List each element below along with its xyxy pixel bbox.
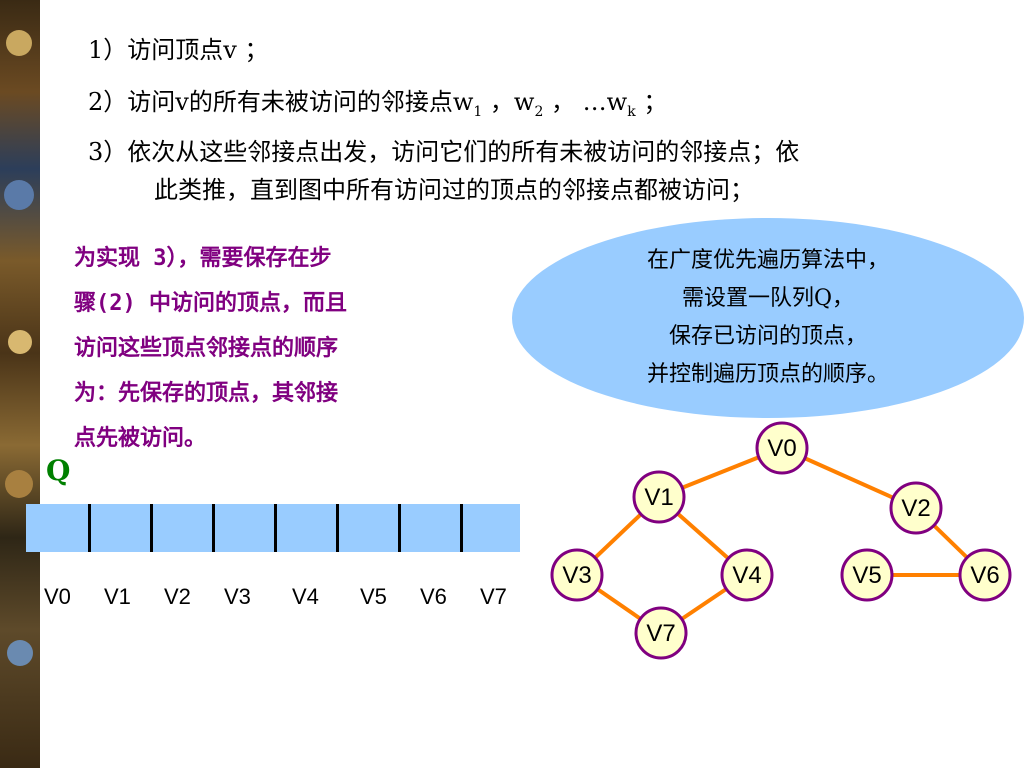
callout-line: 并控制遍历顶点的顺序。 — [646, 362, 889, 387]
queue-slot-label: V7 — [480, 584, 507, 609]
step-1: 1）访问顶点v ； — [88, 36, 269, 64]
step-2-text: 2）访问v的所有未被访问的邻接点w — [88, 88, 474, 116]
queue-divider — [336, 504, 339, 552]
graph-node-label: V1 — [644, 484, 673, 511]
queue-slot-label: V0 — [44, 584, 71, 609]
callout-text: 在广度优先遍历算法中， 需设置一队列Q， 保存已访问的顶点， 并控制遍历顶点的顺… — [512, 242, 1024, 394]
step-3-line-2: 此类推，直到图中所有访问过的顶点的邻接点都被访问； — [154, 176, 754, 204]
graph-node-v4 — [720, 548, 774, 602]
ornament-icon — [5, 470, 33, 498]
explanation-note: 为实现 3），需要保存在步 骤(2) 中访问的顶点，而且 访问这些顶点邻接点的顺… — [74, 236, 454, 461]
graph-node-label: V5 — [852, 562, 881, 589]
step-3-line-1: 3）依次从这些邻接点出发，访问它们的所有未被访问的邻接点；依 — [88, 138, 800, 166]
step-2-text: ， …w — [543, 88, 628, 116]
callout-line: 保存已访问的顶点， — [668, 324, 867, 349]
queue-divider — [274, 504, 277, 552]
graph-node-label: V4 — [732, 562, 761, 589]
step-2-subscript: 2 — [534, 103, 544, 120]
graph-node-v7 — [634, 606, 688, 660]
graph-node-v1 — [632, 470, 686, 524]
queue-slot-label: V2 — [164, 584, 191, 609]
callout-line: 在广度优先遍历算法中， — [646, 248, 889, 273]
queue-divider — [398, 504, 401, 552]
queue-slot-label: V1 — [104, 584, 131, 609]
ornament-icon — [7, 640, 33, 666]
ornament-icon — [6, 30, 32, 56]
queue-slot-label: V3 — [224, 584, 251, 609]
step-2-text: ，w — [482, 88, 535, 116]
callout-ellipse — [512, 218, 1024, 418]
graph-node-v3 — [550, 548, 604, 602]
step-2-text: ； — [635, 88, 668, 116]
ornament-icon — [4, 180, 34, 210]
queue-divider — [150, 504, 153, 552]
graph-edges — [575, 446, 987, 635]
note-line: 点先被访问。 — [74, 426, 207, 451]
callout-line: 需设置一队列Q， — [681, 286, 855, 311]
queue-slot-label: V6 — [420, 584, 447, 609]
graph-node-v2 — [889, 481, 943, 535]
step-2-subscript: k — [627, 103, 636, 120]
queue-label: Q — [46, 454, 71, 487]
step-2: 2）访问v的所有未被访问的邻接点w1 ，w2 ， …wk ； — [88, 86, 667, 128]
graph-node-label: V6 — [970, 562, 999, 589]
queue-divider — [88, 504, 91, 552]
graph-node-v0 — [755, 421, 809, 475]
queue-divider — [212, 504, 215, 552]
queue-slot-label: V5 — [360, 584, 387, 609]
step-2-subscript: 1 — [473, 103, 483, 120]
graph-node-label: V2 — [901, 495, 930, 522]
queue-divider — [460, 504, 463, 552]
ornament-icon — [8, 330, 32, 354]
queue-bar — [26, 504, 520, 552]
note-line: 为实现 3），需要保存在步 — [74, 246, 332, 271]
note-line: 访问这些顶点邻接点的顺序 — [74, 336, 339, 361]
graph-node-label: V0 — [767, 435, 796, 462]
graph-node-label: V7 — [646, 620, 675, 647]
decorative-side-strip — [0, 0, 40, 768]
note-line: 骤(2) 中访问的顶点，而且 — [74, 291, 347, 316]
note-line: 为：先保存的顶点，其邻接 — [74, 381, 339, 406]
graph-node-label: V3 — [562, 562, 591, 589]
queue-slot-label: V4 — [292, 584, 319, 609]
graph-node-v6 — [958, 548, 1012, 602]
graph-node-v5 — [840, 548, 894, 602]
